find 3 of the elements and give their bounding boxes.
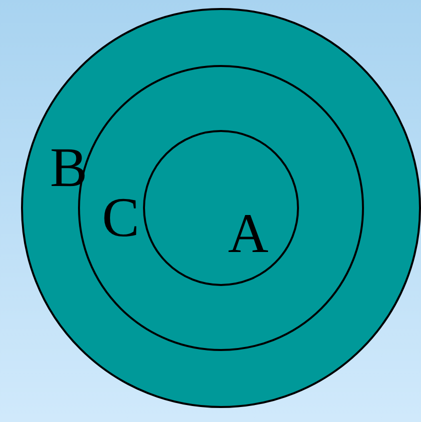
ring-label: A: [228, 206, 268, 262]
ring-label: C: [102, 190, 140, 246]
ring-label: B: [50, 140, 88, 196]
